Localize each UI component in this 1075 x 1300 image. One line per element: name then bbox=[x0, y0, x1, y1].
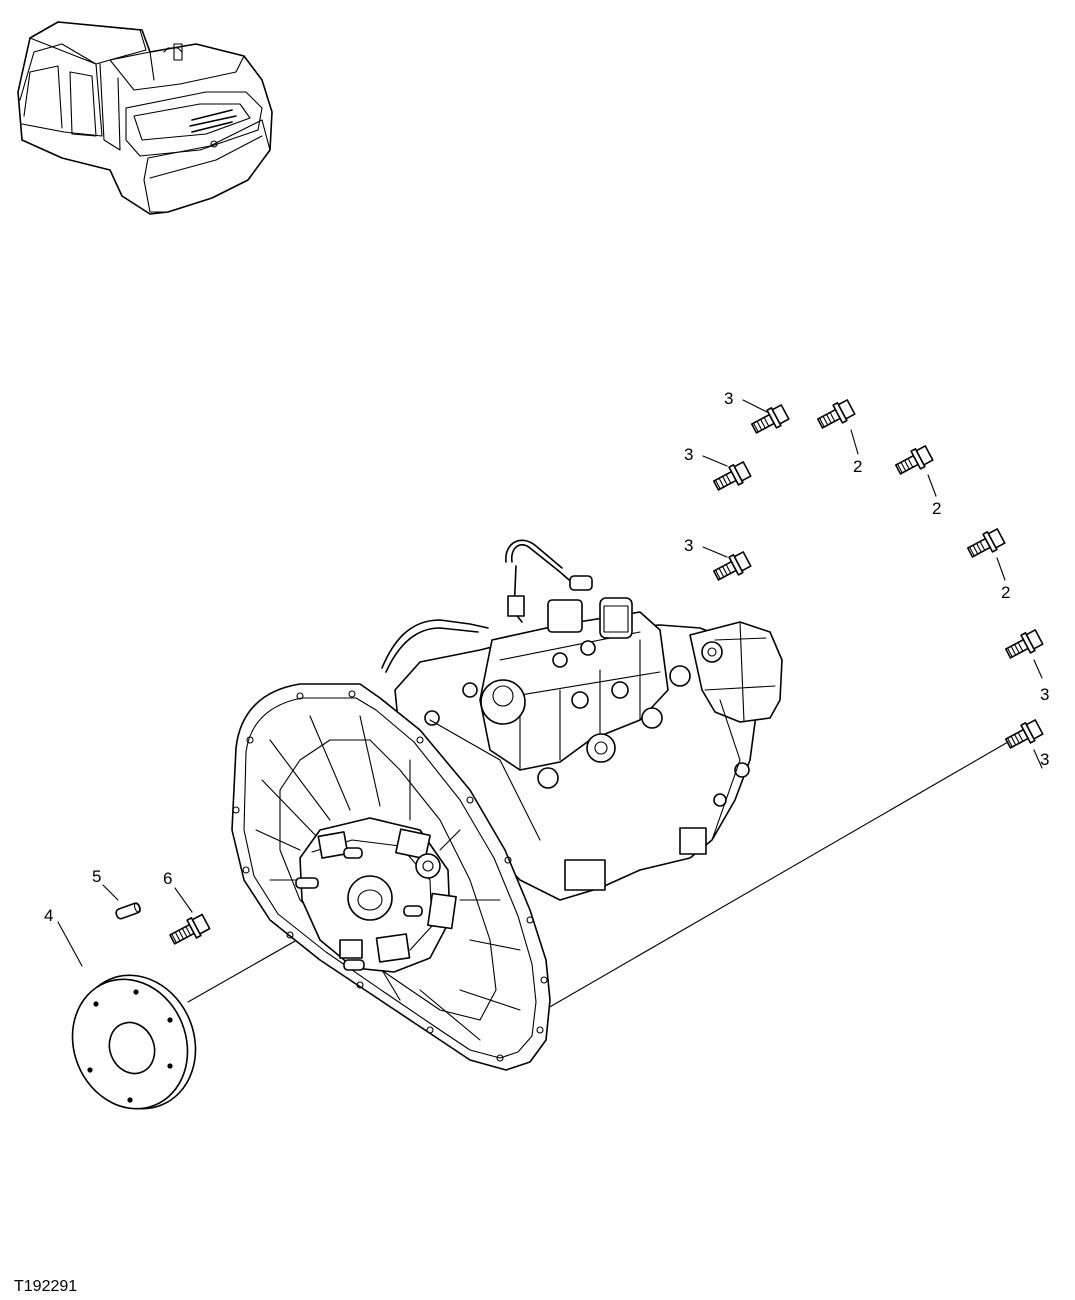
coupling-disc-icon bbox=[71, 974, 197, 1110]
pin-icon bbox=[115, 902, 141, 920]
bolt-icon bbox=[712, 461, 752, 491]
hydraulic-pump-assembly bbox=[231, 539, 783, 1071]
bolt-icon bbox=[1004, 629, 1044, 659]
svg-text:3: 3 bbox=[1040, 750, 1049, 769]
excavator-locator-icon bbox=[17, 21, 273, 215]
bolt-icon bbox=[169, 913, 211, 945]
callout-4: 4 bbox=[44, 906, 83, 967]
figure-id: T192291 bbox=[14, 1278, 77, 1295]
bolt-icon bbox=[712, 551, 752, 581]
flange-bolt-holes bbox=[232, 690, 548, 1062]
callout-5: 5 bbox=[92, 867, 119, 901]
svg-text:3: 3 bbox=[1040, 685, 1049, 704]
callout-2-c: 2 bbox=[996, 557, 1010, 602]
callout-3-d: 3 bbox=[1033, 659, 1049, 704]
bolt-icon bbox=[966, 528, 1006, 558]
bolt-icon bbox=[894, 445, 934, 475]
callout-3-a: 3 bbox=[724, 389, 768, 413]
svg-text:3: 3 bbox=[724, 389, 733, 408]
callout-3-b: 3 bbox=[684, 445, 728, 467]
callout-2-a: 2 bbox=[850, 429, 862, 476]
svg-text:2: 2 bbox=[932, 499, 941, 518]
svg-text:3: 3 bbox=[684, 445, 693, 464]
callout-6: 6 bbox=[163, 869, 193, 913]
bolt-icon bbox=[1004, 719, 1044, 749]
svg-text:6: 6 bbox=[163, 869, 172, 888]
svg-text:4: 4 bbox=[44, 906, 53, 925]
bolt-icon bbox=[816, 399, 856, 429]
svg-text:5: 5 bbox=[92, 867, 101, 886]
svg-text:2: 2 bbox=[853, 457, 862, 476]
bolt-icon bbox=[750, 404, 790, 434]
assembly-line bbox=[547, 741, 1009, 1009]
callout-2-b: 2 bbox=[927, 474, 941, 518]
hub-pins bbox=[295, 847, 423, 971]
callout-3-c: 3 bbox=[684, 536, 728, 558]
callout-3-e: 3 bbox=[1033, 749, 1049, 769]
svg-text:3: 3 bbox=[684, 536, 693, 555]
svg-text:2: 2 bbox=[1001, 583, 1010, 602]
